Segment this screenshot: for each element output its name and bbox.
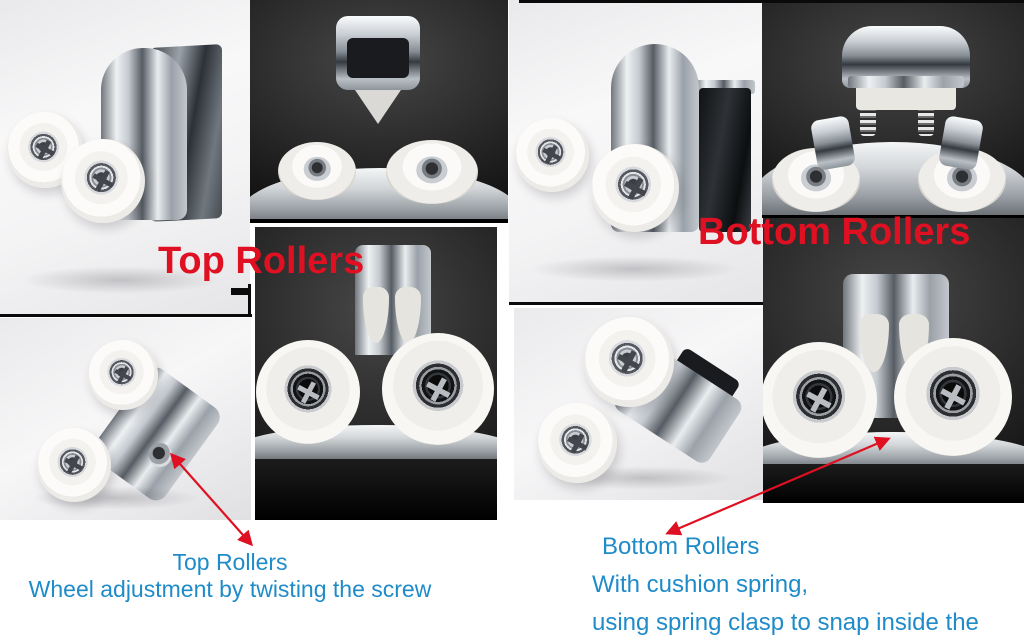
roller-wheel [763, 342, 877, 458]
roller-wheel [584, 317, 674, 407]
dark-pedestal [763, 464, 1024, 503]
dark-pedestal [255, 459, 497, 520]
drop-shadow [529, 256, 739, 282]
top-rollers-caption: Top Rollers Wheel adjustment by twisting… [0, 549, 460, 603]
roller-wheel [61, 139, 145, 223]
chrome-clamp-lip [848, 76, 964, 88]
frame-divider [0, 314, 252, 317]
black-glass-clamp [699, 88, 751, 232]
caption-line: using spring clasp to snap inside the sl… [592, 609, 979, 636]
caption-title: Top Rollers [172, 549, 288, 575]
photo-top-rollers-pair [0, 318, 251, 520]
chrome-nut [809, 115, 857, 171]
top-rollers-label: Top Rollers [158, 240, 365, 282]
roller-wheel [515, 118, 589, 192]
frame-divider [248, 284, 251, 317]
drop-shadow [20, 266, 220, 294]
frame-corner-mark [231, 288, 251, 295]
photo-bottom-rollers-pair [514, 308, 763, 500]
roller-wheel-top-view [386, 140, 478, 204]
photo-bottom-roller-closeup-top [762, 2, 1024, 218]
photo-top-roller-closeup-top [250, 0, 508, 223]
cushion-spring [918, 106, 934, 136]
roller-wheel [88, 340, 158, 410]
white-plastic-insert [856, 84, 956, 110]
roller-wheel [37, 428, 111, 502]
frame-divider [509, 302, 763, 305]
roller-wheel-top-view [278, 142, 356, 200]
caption-line: With cushion spring, [592, 571, 809, 598]
white-plastic-wedge [351, 84, 405, 124]
photo-top-roller-side-view [0, 0, 250, 317]
roller-wheel [894, 338, 1012, 456]
roller-wheel [256, 340, 360, 444]
cushion-spring [860, 106, 876, 136]
roller-wheel [382, 333, 494, 445]
caption-line: Wheel adjustment by twisting the screw [28, 576, 432, 602]
bottom-rollers-caption: Bottom Rollers With cushion spring, usin… [592, 528, 1022, 641]
photo-top-roller-closeup-front [255, 227, 497, 520]
frame-divider [519, 0, 1024, 3]
bottom-rollers-label: Bottom Rollers [698, 211, 971, 253]
roller-wheel [537, 403, 617, 483]
clamp-slot [347, 38, 409, 78]
adjustment-screw [148, 443, 172, 467]
photo-bottom-roller-side-view [509, 0, 763, 305]
caption-title: Bottom Rollers [602, 533, 760, 560]
roller-wheel [591, 144, 679, 232]
photo-bottom-roller-closeup-front [763, 218, 1024, 503]
